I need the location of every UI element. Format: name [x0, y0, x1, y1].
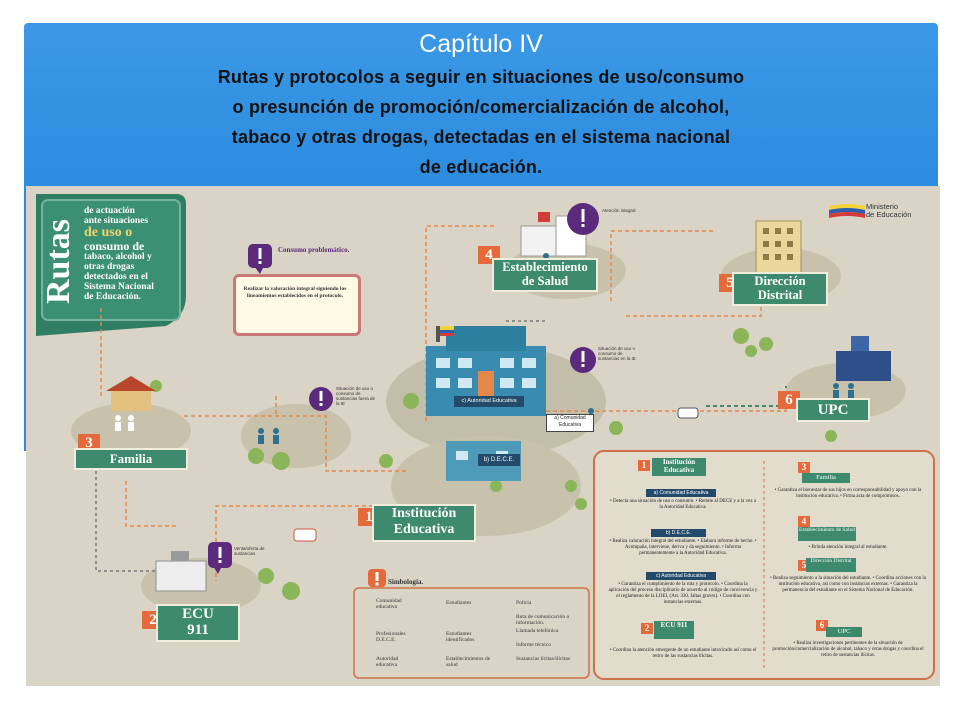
node-2-ecu-911: ECU 911	[156, 604, 240, 642]
sign-dece: b) D.E.C.E.	[478, 454, 520, 466]
panel-3-title: Familia	[802, 473, 850, 483]
alert-familia-text: Situación de uso o consumo de sustancias…	[336, 386, 376, 406]
node-3-number: 3	[78, 434, 100, 452]
legend-item: Informe técnico	[516, 642, 551, 648]
legend-item: Estudiantes identificados	[446, 631, 475, 643]
panel-4-number: 4	[798, 516, 810, 527]
subtitle-line-1: Rutas y protocolos a seguir en situacion…	[217, 67, 745, 87]
legend-item: Policía	[516, 600, 532, 606]
panel-1-title: Institución Educativa	[652, 458, 706, 476]
alert-bubble-icon	[567, 203, 599, 235]
panel-2-title: ECU 911	[654, 621, 694, 639]
rutas-line: de uso o	[84, 225, 133, 240]
ministry-name: Ministerio de Educación	[866, 203, 911, 219]
subtitle-line-2: o presunción de promoción/comercializaci…	[232, 97, 730, 117]
ministry-line: de Educación	[866, 210, 912, 219]
ministry-flag-icon	[829, 204, 865, 218]
rutas-line: otras drogas	[84, 262, 135, 272]
rutas-description: de actuación ante situaciones de uso o c…	[84, 206, 182, 302]
rutas-line: de actuación	[84, 206, 135, 216]
legend-item: Establecimientos de salud	[446, 656, 491, 668]
panel-6-title: UPC	[826, 627, 862, 637]
legend-item: Profesionales D.E.C.E.	[376, 631, 406, 643]
node-2-line-2: 911	[187, 622, 209, 638]
node-5-direccion-distrital: Dirección Distrital	[732, 272, 828, 306]
node-1-line-1: Institución	[391, 506, 457, 521]
panel-5-number: 5	[798, 560, 810, 571]
panel-2-text: • Coordina la atención emergente de un e…	[609, 648, 757, 659]
legend-item: Comunidad educativa	[376, 598, 402, 610]
node-1-line-2: Educativa	[393, 522, 455, 537]
panel-1-number: 1	[638, 460, 650, 471]
alert-bubble-icon	[208, 542, 232, 574]
panel-section-head: a) Comunidad Educativa	[646, 489, 716, 497]
consumo-card-body: Realizar la valoración integral siguiend…	[243, 286, 347, 299]
consumo-card-title: Consumo problemático.	[278, 246, 350, 254]
rutas-word: Rutas	[40, 218, 77, 304]
rutas-line: de Educación.	[84, 292, 142, 302]
consumo-card	[233, 274, 361, 336]
node-5-line-2: Distrital	[757, 288, 803, 302]
node-1-institucion-educativa: Institución Educativa	[372, 504, 476, 542]
rutas-line: consumo de	[84, 239, 145, 253]
rutas-line: detectados en el	[84, 272, 148, 282]
panel-section-head: b) D.E.C.E.	[651, 529, 706, 537]
node-5-line-1: Dirección	[754, 274, 806, 288]
panel-5-title: Dirección Distrital	[806, 558, 856, 572]
alert-bubble-icon	[570, 347, 596, 373]
node-4-establecimiento-salud: Establecimiento de Salud	[492, 258, 598, 292]
rutas-line: tabaco, alcohol y	[84, 252, 152, 262]
sign-comunidad-educativa: a) Comunidad Educativa	[546, 414, 594, 432]
rutas-line: Sistema Nacional	[84, 282, 154, 292]
legend-title: Simbología.	[388, 578, 424, 586]
alert-salud-text: Atención integral	[602, 208, 636, 213]
panel-6-number: 6	[816, 620, 828, 631]
legend-item: Ruta de comunicación o información.	[516, 614, 570, 626]
legend-item: Autoridad educativa	[376, 656, 399, 668]
panel-5-text: • Realiza seguimiento a la situación del…	[769, 576, 927, 593]
panel-section-text: • Garantiza el cumplimiento de la ruta y…	[608, 582, 758, 605]
alert-icon	[368, 569, 386, 587]
node-6-upc: UPC	[796, 398, 870, 422]
subtitle-line-4: de educación.	[419, 157, 543, 177]
alert-ecu-text: Venta/oferta de sustancias	[234, 546, 265, 556]
panel-4-title: Establecimiento de Salud	[798, 527, 856, 541]
node-6-number: 6	[778, 391, 800, 409]
panel-4-text: • Brinda atención integral al estudiante…	[808, 545, 888, 550]
sign-autoridad-educativa: c) Autoridad Educativa	[454, 396, 524, 407]
panel-3-text: • Garantiza el bienestar de sus hijos en…	[774, 488, 922, 499]
panel-section-text: • Realiza valoración integral del estudi…	[609, 539, 757, 556]
slide-header: Capítulo IV Rutas y protocolos a seguir …	[24, 23, 938, 186]
subtitle-line-3: tabaco y otras drogas, detectadas en el …	[231, 127, 731, 147]
panel-2-number: 2	[641, 623, 653, 634]
route-infographic: Rutas de actuación ante situaciones de u…	[26, 186, 940, 686]
legend-item: Estudiantes	[446, 600, 472, 606]
node-2-line-1: ECU	[182, 606, 214, 622]
panel-6-text: • Realiza investigaciones pertinentes de…	[772, 641, 924, 658]
alert-icon	[248, 244, 272, 274]
chapter-title: Capítulo IV	[419, 30, 543, 58]
legend-item: Sustancias lícitas/ilícitas	[516, 656, 570, 662]
panel-3-number: 3	[798, 462, 810, 473]
alert-bubble-icon	[309, 387, 333, 411]
panel-section-text: • Detecta una situación de uso o consumo…	[609, 499, 757, 510]
rutas-line: ante situaciones	[84, 216, 149, 226]
node-4-line-1: Establecimiento	[502, 260, 588, 274]
node-4-line-2: de Salud	[521, 274, 569, 288]
panel-section-head: c) Autoridad Educativa	[646, 572, 716, 580]
alert-escuela-text: Situación de uso o consumo de sustancias…	[598, 346, 636, 361]
node-3-familia: Familia	[74, 448, 188, 470]
ministry-line: Ministerio	[866, 202, 899, 211]
legend-item: Llamada telefónica	[516, 628, 559, 634]
